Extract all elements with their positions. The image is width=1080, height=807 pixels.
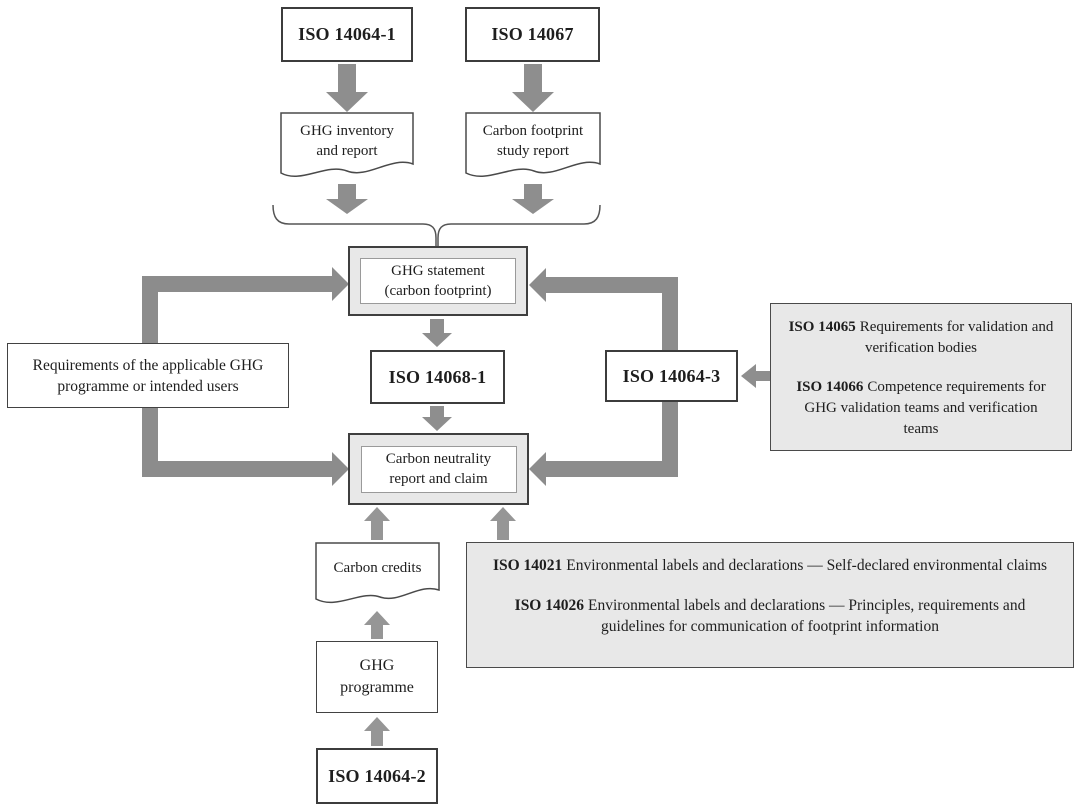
doc-label-line: Carbon credits [333,560,422,576]
node-label-line: GHG [359,657,395,674]
arrow-requirements-to-statement [142,267,349,343]
node-label-line: Carbon neutrality [385,451,492,467]
doc-carbon-credits-shape [315,542,440,604]
iso-text: Requirements for validation and verifica… [859,319,1054,356]
node-label-line: Requirements of the applicable GHG [32,356,264,374]
node-label-line: report and claim [389,471,488,487]
node-iso-14067: ISO 14067 [465,7,600,62]
doc-ghg-inventory-label: GHG inventory and report [281,121,413,161]
doc-carbon-footprint-study-shape [465,112,601,178]
node-label: ISO 14067 [491,24,574,44]
doc-carbon-footprint-study-label: Carbon footprint study report [466,121,600,161]
node-label: ISO 14068-1 [388,366,487,387]
arrow-iso14064-2-to-programme [364,717,390,746]
doc-ghg-inventory-shape [280,112,414,178]
arrow-iso14068-1-to-neutrality [422,406,452,431]
iso-text: Environmental labels and declarations — … [588,597,1026,635]
node-iso-14064-1: ISO 14064-1 [281,7,413,62]
node-label: ISO 14064-3 [622,365,721,386]
arrow-iso14064-3-to-neutrality [529,402,678,486]
doc-carbon-credits-label: Carbon credits [316,558,439,578]
iso-code: ISO 14065 [788,319,856,335]
arrow-iso14064-1-to-inventory [326,64,368,112]
iso-text: Environmental labels and declarations — … [566,557,1048,574]
node-label: ISO 14064-2 [328,765,426,786]
iso-code: ISO 14066 [796,379,864,395]
arrow-credits-to-neutrality [364,507,390,540]
node-requirements: Requirements of the applicable GHG progr… [7,343,289,408]
arrow-iso14064-3-to-statement [529,268,678,350]
arrow-programme-to-credits [364,611,390,639]
iso-code: ISO 14021 [492,557,563,574]
arrow-statement-to-iso14068-1 [422,319,452,347]
doc-label-line: GHG inventory [300,123,394,139]
doc-label-line: study report [496,143,570,159]
doc-label-line: Carbon footprint [482,123,584,139]
iso-code: ISO 14026 [514,597,584,614]
node-iso-14068-1: ISO 14068-1 [370,350,505,404]
node-label-line: (carbon footprint) [384,283,492,299]
node-iso-14064-2: ISO 14064-2 [316,748,438,804]
arrow-labels-note-to-neutrality [490,507,516,540]
brace [272,204,601,246]
iso-text: Competence requirements for GHG validati… [804,379,1046,437]
arrow-iso14067-to-study [512,64,554,112]
node-label: ISO 14064-1 [298,24,396,44]
node-iso-14064-3: ISO 14064-3 [605,350,738,402]
node-ghg-programme: GHG programme [316,641,438,713]
node-label-line: GHG statement [391,263,485,279]
arrow-study-to-brace [512,184,554,214]
node-carbon-neutrality: Carbon neutrality report and claim [348,433,529,505]
node-ghg-statement: GHG statement (carbon footprint) [348,246,528,316]
carbon-neutrality-inner: Carbon neutrality report and claim [360,445,517,493]
arrow-inventory-to-brace [326,184,368,214]
arrow-validation-note-to-iso14064-3 [741,364,770,388]
doc-label-line: and report [316,143,378,159]
node-label-line: programme or intended users [57,377,239,395]
arrow-requirements-to-neutrality [142,408,349,486]
node-label-line: programme [340,679,414,696]
ghg-statement-inner: GHG statement (carbon footprint) [360,258,516,304]
